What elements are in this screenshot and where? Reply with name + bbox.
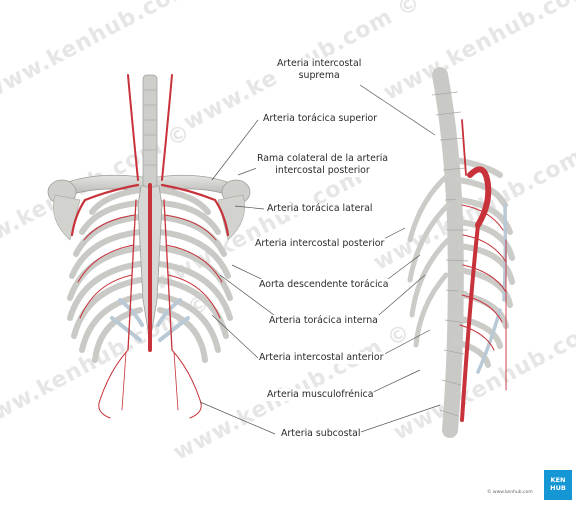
label-line: Arteria intercostal <box>277 58 361 70</box>
label-intercostal-anterior: Arteria intercostal anterior <box>258 352 385 364</box>
leader-lines <box>200 85 440 434</box>
label-line: suprema <box>277 70 361 82</box>
logo-text: KEN <box>544 476 572 484</box>
logo-text: HUB <box>544 484 572 492</box>
label-subcostal: Arteria subcostal <box>280 428 361 440</box>
front-ribcage <box>48 75 250 418</box>
kenhub-logo: KEN HUB <box>544 470 572 500</box>
label-line: Rama colateral de la arteria <box>257 153 388 165</box>
label-musculofrenica: Arteria musculofrénica <box>266 389 374 401</box>
label-line: intercostal posterior <box>257 165 388 177</box>
label-toracica-lateral: Arteria torácica lateral <box>266 203 374 215</box>
label-toracica-interna: Arteria torácica interna <box>268 315 379 327</box>
label-intercostal-posterior: Arteria intercostal posterior <box>254 238 385 250</box>
label-rama-colateral: Rama colateral de la arteria intercostal… <box>256 153 389 177</box>
label-intercostal-suprema: Arteria intercostal suprema <box>276 58 362 82</box>
label-toracica-superior: Arteria torácica superior <box>262 113 378 125</box>
label-aorta-descendente: Aorta descendente torácica <box>258 279 389 291</box>
image-credit: © www.kenhub.com <box>487 490 533 495</box>
